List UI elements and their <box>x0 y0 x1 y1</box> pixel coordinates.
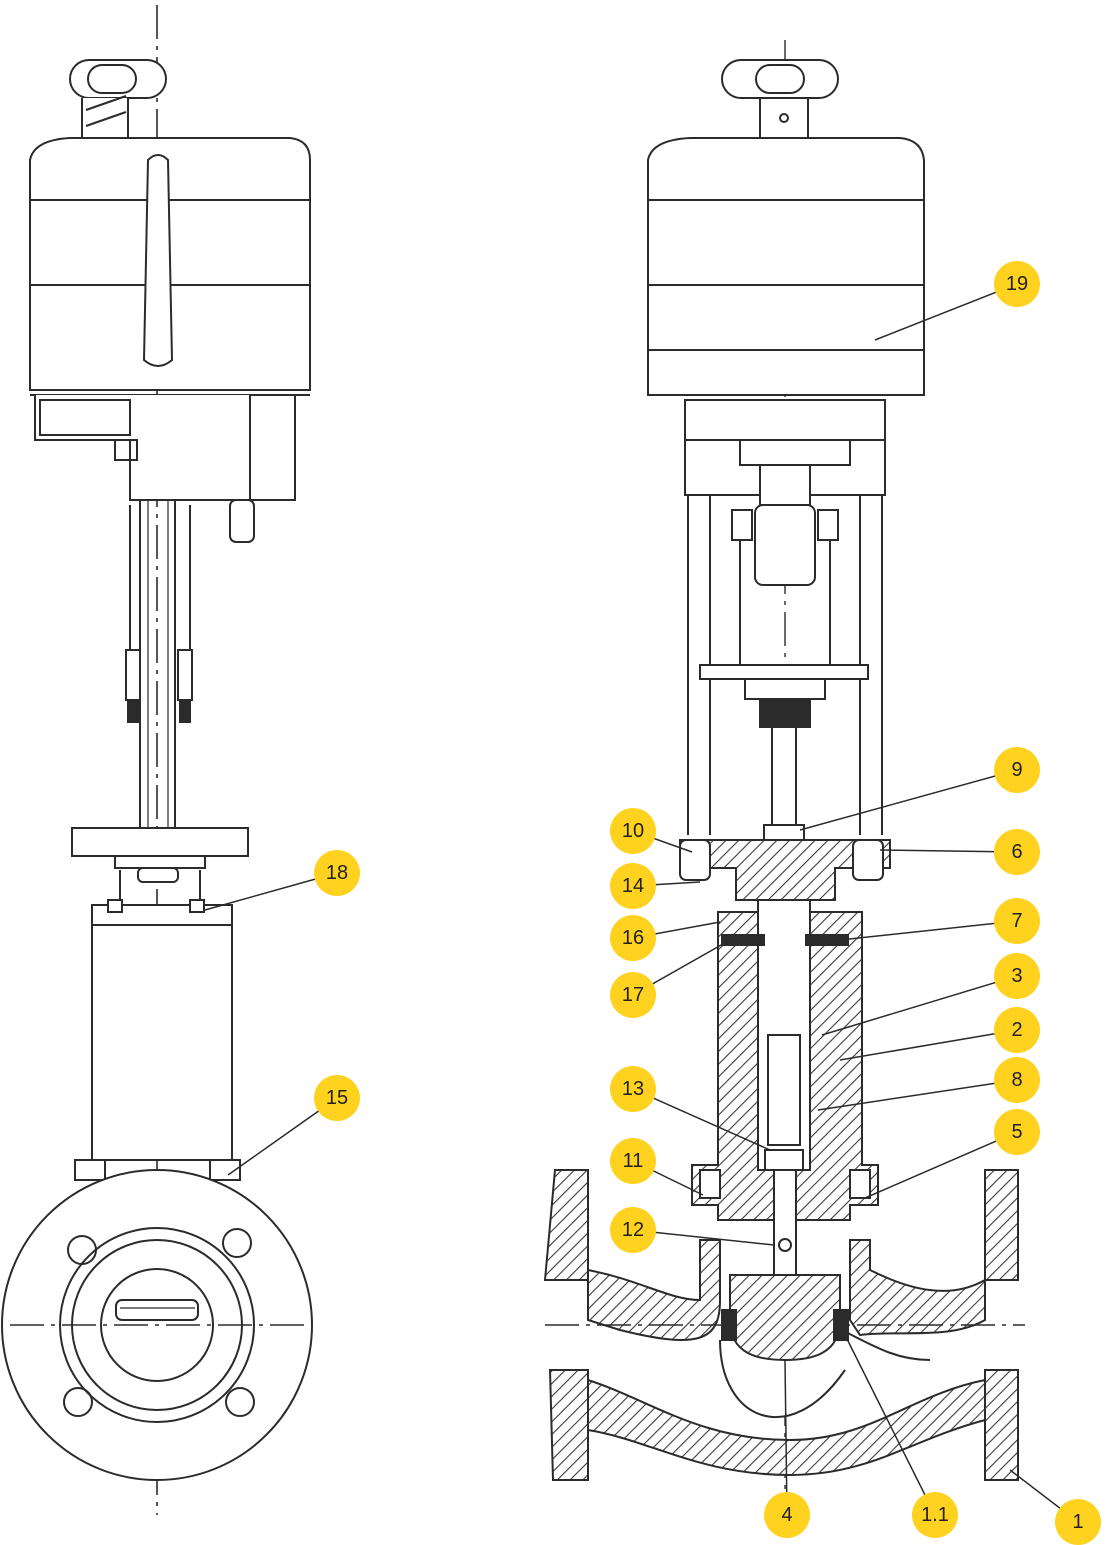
handwheel-side <box>69 59 167 141</box>
callout-9: 9 <box>994 747 1040 793</box>
leader-line-13 <box>632 1088 771 1151</box>
callout-17: 17 <box>610 972 656 1018</box>
callout-14: 14 <box>610 863 656 909</box>
callout-8: 8 <box>994 1057 1040 1103</box>
callout-11: 11 <box>610 1138 656 1184</box>
actuator-housing-side <box>29 137 311 543</box>
callout-5: 5 <box>994 1109 1040 1155</box>
leader-line-1-1 <box>844 1334 936 1516</box>
callout-12: 12 <box>610 1207 656 1253</box>
plug-pin <box>778 1238 792 1252</box>
bonnet-section <box>691 899 879 1221</box>
yoke-section <box>687 495 883 835</box>
callout-4: 4 <box>764 1492 810 1538</box>
leader-line-5 <box>864 1131 1018 1199</box>
handwheel-section <box>721 59 839 139</box>
callout-1-1: 1.1 <box>912 1492 958 1538</box>
callout-10: 10 <box>610 808 656 854</box>
callout-15: 15 <box>314 1075 360 1121</box>
bonnet-side <box>74 899 241 1181</box>
leader-line-12 <box>632 1229 775 1246</box>
valve-body-section <box>543 1169 1025 1481</box>
leader-line-2 <box>839 1029 1018 1061</box>
plug-stem-lower <box>773 1169 797 1276</box>
callout-13: 13 <box>610 1066 656 1112</box>
actuator-housing-section <box>647 137 925 586</box>
seat-ring-right <box>833 1309 849 1341</box>
leader-line-7 <box>839 920 1018 941</box>
callout-1: 1 <box>1055 1499 1101 1545</box>
valve-body-end-view <box>1 1169 313 1481</box>
leader-line-3 <box>821 975 1018 1036</box>
callout-3: 3 <box>994 953 1040 999</box>
valve-plug <box>729 1274 841 1362</box>
callout-7: 7 <box>994 898 1040 944</box>
yoke-side <box>125 500 193 830</box>
callout-18: 18 <box>314 850 360 896</box>
callout-6: 6 <box>994 829 1040 875</box>
leader-line-8 <box>817 1079 1018 1111</box>
leader-line-19 <box>874 283 1018 341</box>
callout-19: 19 <box>994 261 1040 307</box>
seat-ring-left <box>721 1309 737 1341</box>
leader-line-9 <box>799 769 1018 831</box>
mounting-plate-side <box>71 827 249 905</box>
side-view <box>1 5 313 1515</box>
callout-16: 16 <box>610 915 656 961</box>
callout-2: 2 <box>994 1007 1040 1053</box>
leader-line-4 <box>784 1359 788 1516</box>
section-view <box>543 40 1025 1515</box>
bonnet-flange-section <box>679 824 891 901</box>
